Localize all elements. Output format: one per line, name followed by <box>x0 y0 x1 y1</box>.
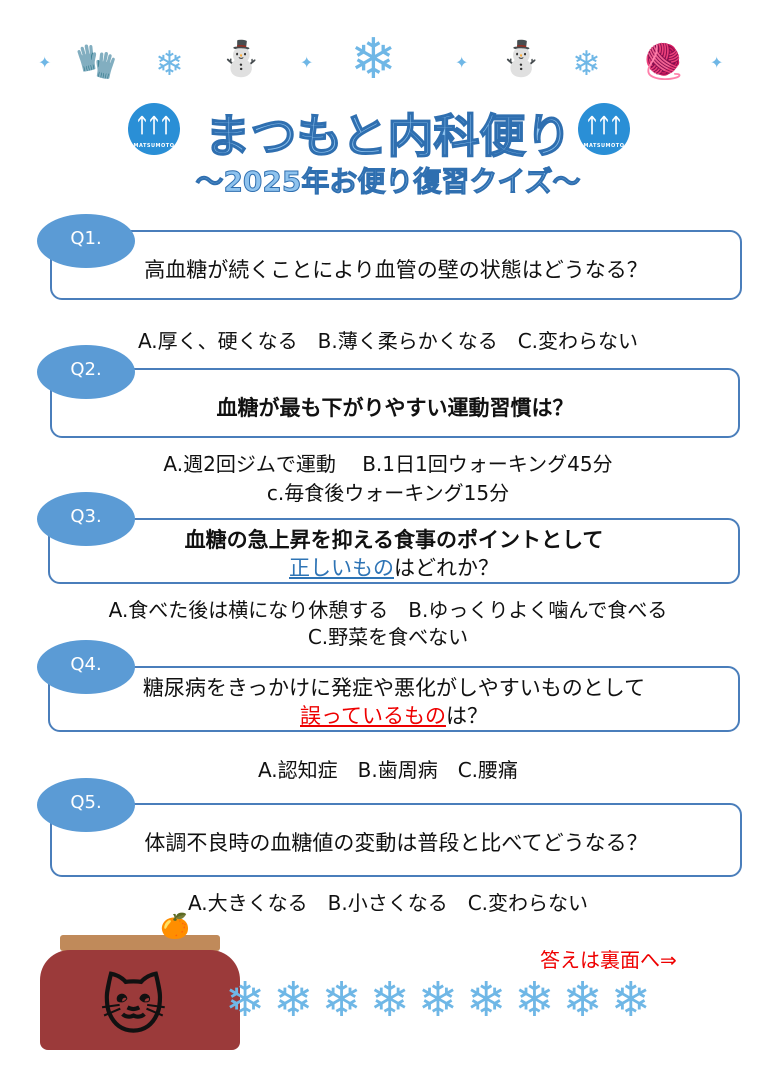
answer-options: A.認知症 B.歯周病 C.腰痛 <box>257 758 519 782</box>
kotatsu-blanket <box>40 950 240 1050</box>
snowflake-row: ❄❄❄❄❄❄❄❄❄ <box>225 972 659 1028</box>
question-text-line2: 誤っているものは？ <box>50 700 738 730</box>
snowman-icon: ⛄ <box>220 39 263 79</box>
answer-options: A.週2回ジムで運動 B.1日1回ウォーキング45分 <box>163 452 613 476</box>
question-label: Q2. <box>37 345 135 399</box>
sparkle-icon: ✦ <box>710 53 724 72</box>
snowflake-icon: ❄ <box>155 44 184 84</box>
question-box-3: 血糖の急上昇を抑える食事のポイントとして 正しいものはどれか？ <box>48 518 740 584</box>
question-text: 高血糖が続くことにより血管の壁の状態はどうなる？ <box>144 258 648 282</box>
mandarin-orange-icon: 🍊 <box>160 912 190 940</box>
highlight-wrong: 誤っているもの <box>300 704 446 728</box>
answer-options: c.毎食後ウォーキング15分 <box>266 481 510 505</box>
highlight-correct: 正しいもの <box>289 556 394 580</box>
answer-options: A.食べた後は横になり休憩する B.ゆっくりよく噛んで食べる <box>108 598 668 622</box>
question-text: 体調不良時の血糖値の変動は普段と比べてどうなる？ <box>144 831 648 855</box>
next-page-note: 答えは裏面へ⇒ <box>540 948 677 972</box>
sparkle-icon: ✦ <box>38 53 52 72</box>
question-box-4: 糖尿病をきっかけに発症や悪化がしやすいものとして 誤っているものは？ <box>48 666 740 732</box>
kotatsu-top <box>60 935 220 951</box>
page-title: まつもと内科便り <box>204 108 573 164</box>
knit-hat-icon: 🧶 <box>642 42 685 82</box>
answer-options: A.大きくなる B.小さくなる C.変わらない <box>187 891 589 915</box>
question-label: Q3. <box>37 492 135 546</box>
cat-icon: 🐱 <box>100 970 167 1044</box>
question-box-1: 高血糖が続くことにより血管の壁の状態はどうなる？ <box>50 230 742 300</box>
snowflake-icon: ❄ <box>572 44 601 84</box>
snowflake-icon: ❄ <box>350 27 397 92</box>
sparkle-icon: ✦ <box>300 53 314 72</box>
question-box-2: 血糖が最も下がりやすい運動習慣は？ <box>50 368 740 438</box>
question-text-tail: はどれか？ <box>394 556 499 580</box>
question-text-tail: は？ <box>445 704 488 728</box>
answer-options: C.野菜を食べない <box>307 625 469 649</box>
question-text: 血糖の急上昇を抑える食事のポイントとして <box>184 528 604 552</box>
question-label: Q5. <box>37 778 135 832</box>
question-box-5: 体調不良時の血糖値の変動は普段と比べてどうなる？ <box>50 803 742 877</box>
question-text: 血糖が最も下がりやすい運動習慣は？ <box>216 396 574 420</box>
question-text-line2: 正しいものはどれか？ <box>50 552 738 582</box>
sparkle-icon: ✦ <box>455 53 469 72</box>
snowman-icon: ⛄ <box>500 39 543 79</box>
answer-options: A.厚く、硬くなる B.薄く柔らかくなる C.変わらない <box>137 329 639 353</box>
page-subtitle: ～2025年お便り復習クイズ～ <box>195 165 581 199</box>
question-label: Q4. <box>37 640 135 694</box>
question-label: Q1. <box>37 214 135 268</box>
question-text: 糖尿病をきっかけに発症や悪化がしやすいものとして <box>142 676 646 700</box>
mittens-icon: 🧤 <box>75 42 118 82</box>
